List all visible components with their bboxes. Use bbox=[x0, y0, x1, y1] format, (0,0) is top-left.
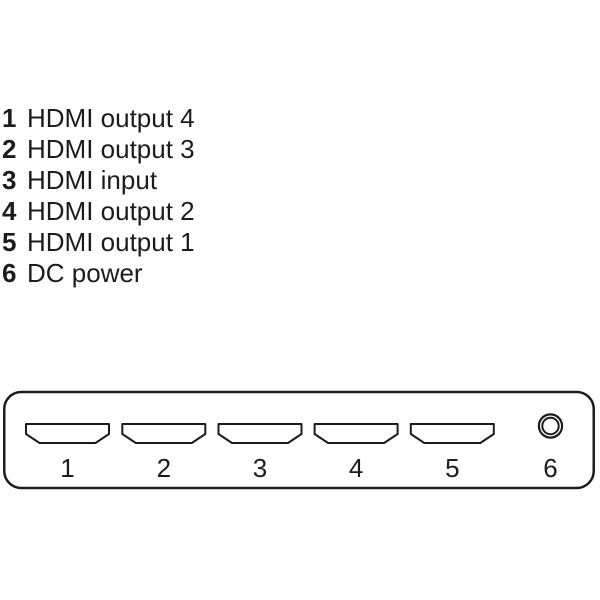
legend-item-number: 5 bbox=[2, 227, 17, 257]
hdmi-port-5-icon bbox=[409, 423, 495, 444]
legend-item-label: HDMI output 2 bbox=[27, 196, 195, 226]
dc-power-jack-inner-icon bbox=[541, 416, 560, 436]
legend-item-number: 4 bbox=[2, 196, 17, 226]
port-number-label: 1 bbox=[60, 453, 74, 483]
hdmi-port-3-icon bbox=[217, 423, 303, 444]
port-number-label: 4 bbox=[349, 453, 363, 483]
port-number-label: 6 bbox=[543, 453, 557, 483]
legend-item: 3 HDMI input bbox=[2, 165, 195, 196]
legend-item-number: 2 bbox=[2, 134, 17, 164]
legend-item-label: HDMI output 3 bbox=[27, 134, 195, 164]
legend-item: 4 HDMI output 2 bbox=[2, 196, 195, 227]
hdmi-port-4-icon bbox=[313, 423, 399, 444]
legend-item-label: DC power bbox=[27, 258, 143, 288]
port-number-label: 2 bbox=[157, 453, 171, 483]
hdmi-port-1-icon bbox=[25, 423, 110, 444]
dc-power-jack-outer-icon bbox=[537, 413, 564, 439]
rear-panel-diagram: 1 2 3 4 5 6 bbox=[3, 390, 595, 490]
legend-item: 2 HDMI output 3 bbox=[2, 134, 195, 165]
hdmi-port-2-icon bbox=[121, 423, 207, 444]
legend-item-label: HDMI input bbox=[27, 165, 158, 195]
legend-item: 1 HDMI output 4 bbox=[2, 103, 195, 134]
device-chassis-outline bbox=[3, 390, 595, 490]
port-number-label: 5 bbox=[445, 453, 459, 483]
legend-item-number: 6 bbox=[2, 258, 17, 288]
legend-item-label: HDMI output 1 bbox=[27, 227, 195, 257]
port-number-label: 3 bbox=[253, 453, 267, 483]
legend: 1 HDMI output 4 2 HDMI output 3 3 HDMI i… bbox=[2, 103, 195, 289]
legend-item: 6 DC power bbox=[2, 258, 195, 289]
legend-item: 5 HDMI output 1 bbox=[2, 227, 195, 258]
legend-item-number: 1 bbox=[2, 103, 17, 133]
legend-item-number: 3 bbox=[2, 165, 17, 195]
legend-item-label: HDMI output 4 bbox=[27, 103, 195, 133]
